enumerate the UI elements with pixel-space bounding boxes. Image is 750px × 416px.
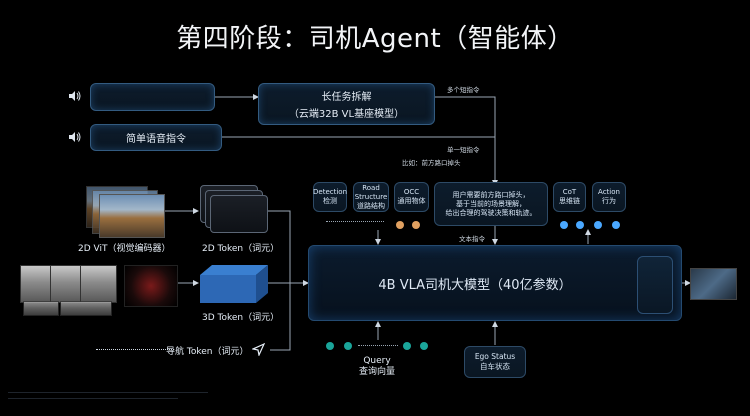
vla-model-label: 4B VLA司机大模型（40亿参数）	[378, 277, 572, 293]
camera-view	[80, 265, 117, 303]
camera-view	[20, 265, 52, 303]
navigation-arrow-icon	[252, 343, 265, 356]
nav-token-label: 导航 Token（词元）	[166, 347, 249, 357]
action-box: Action 行为	[592, 182, 626, 212]
car-icon	[637, 256, 673, 314]
query-dot	[344, 342, 352, 350]
token-3d-cube	[200, 265, 268, 303]
query-dot	[326, 342, 334, 350]
long-task-decomposition-box: 长任务拆解 （云端32B VL基座模型）	[258, 83, 435, 125]
output-token-dot	[576, 221, 584, 229]
page-title: 第四阶段：司机Agent（智能体）	[176, 24, 574, 54]
simple-voice-command-box: 简单语音指令	[90, 124, 222, 151]
scene-understanding-box: 用户需要前方路口掉头， 基于当前的场景理解， 给出合理的驾驶决策和轨迹。	[434, 182, 548, 226]
long-task-title: 长任务拆解	[321, 92, 372, 103]
text-instruction-label: 文本指令	[459, 235, 485, 243]
token-2d-label: 2D Token（词元）	[202, 244, 280, 254]
footnote-line	[8, 392, 208, 393]
multi-short-instruction-label: 多个短指令	[447, 86, 480, 94]
query-dot	[403, 342, 411, 350]
camera-image	[99, 194, 165, 238]
lidar-pointcloud	[124, 265, 178, 307]
camera-view	[60, 301, 112, 316]
nav-token-dots	[96, 349, 174, 356]
road-structure-box: Road Structure 道路结构	[353, 182, 389, 212]
output-token-dot	[594, 221, 602, 229]
query-dot	[420, 342, 428, 350]
example-instruction-label: 比如：前方路口掉头	[402, 159, 461, 167]
detection-box: Detection 检测	[313, 182, 347, 212]
occ-box: OCC 通用物体	[394, 182, 429, 212]
speaker-icon	[69, 132, 81, 142]
trajectory-map-thumbnail	[690, 268, 737, 300]
ego-status-box: Ego Status 自车状态	[464, 346, 526, 378]
simple-voice-command-label: 简单语音指令	[126, 134, 186, 145]
feature-token-dots	[326, 221, 384, 230]
token-3d-label: 3D Token（词元）	[202, 313, 280, 323]
single-short-instruction-label: 单一短指令	[447, 146, 480, 154]
output-token-dot	[560, 221, 568, 229]
vla-model-box: 4B VLA司机大模型（40亿参数）	[308, 245, 682, 321]
long-task-model: （云端32B VL基座模型）	[288, 109, 405, 120]
camera-view	[23, 301, 59, 316]
cot-box: CoT 思维链	[553, 182, 586, 212]
query-label: Query 查询向量	[358, 356, 395, 377]
feature-token-dot	[412, 221, 420, 229]
camera-view	[50, 265, 82, 303]
voice-input-box-blurred	[90, 83, 215, 111]
footnote-line	[8, 398, 178, 399]
query-dots-line	[358, 345, 398, 350]
feature-token-dot	[396, 221, 404, 229]
vit-label: 2D ViT（视觉编码器）	[78, 244, 171, 254]
speaker-icon	[69, 91, 81, 101]
output-token-dot	[612, 221, 620, 229]
token-tile	[210, 195, 268, 233]
